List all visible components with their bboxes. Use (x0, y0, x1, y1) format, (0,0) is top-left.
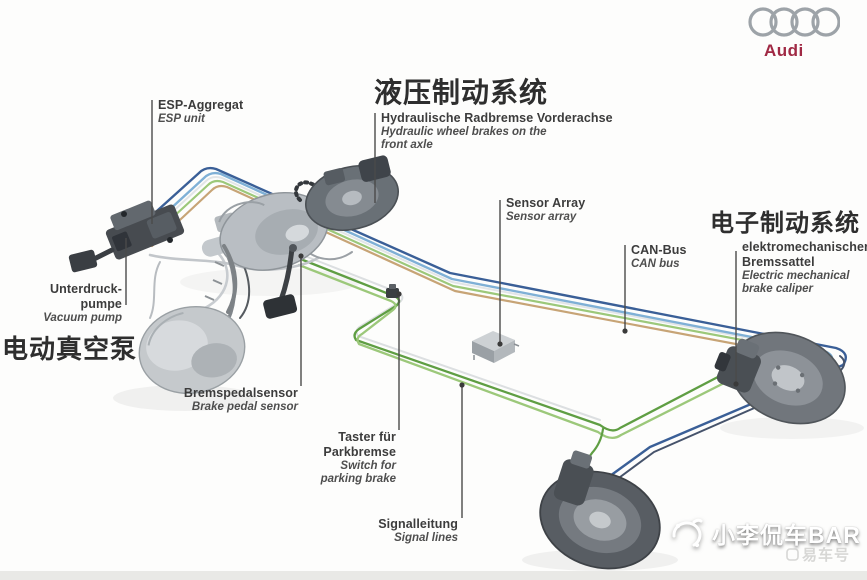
bottom-strip (0, 571, 867, 580)
watermark: 小李侃车BAR 易车号 (664, 512, 864, 564)
electronic-brake-label-de-1: elektromechanischer (742, 240, 867, 255)
separator-line-white (144, 176, 813, 351)
esp-label-en: ESP unit (158, 112, 205, 125)
sensor-array-label-en: Sensor array (506, 210, 577, 223)
brake-booster (201, 192, 329, 271)
pedal-sensor-label-de: Bremspedalsensor (183, 386, 298, 400)
callout-sensor-array: Sensor Array Sensor array (506, 196, 585, 224)
electronic-brake-label-de-2: Bremssattel (742, 255, 815, 270)
rear-right-wheel (714, 331, 846, 425)
signal-line-top-green (145, 179, 798, 352)
electronic-brake-label-en-2: brake caliper (742, 283, 813, 296)
signal-branch-rear-left (576, 427, 605, 475)
hydraulic-system-title-zh: 液压制动系统 (374, 77, 549, 108)
rear-left-wheel (539, 450, 661, 570)
audi-rings-icon (748, 7, 840, 37)
can-bus-label-en: CAN bus (631, 257, 680, 270)
vacuum-pump-title-zh: 电动真空泵 (2, 334, 138, 364)
electronic-brake-label-en-1: Electric mechanical (742, 269, 850, 282)
vacuum-pump-label-de-1: Unterdruck- (50, 282, 122, 296)
brake-line-tan (150, 184, 780, 354)
watermark-sub-text: 易车号 (802, 547, 851, 564)
callout-parking-switch: Taster für Parkbremse Switch for parking… (298, 430, 396, 487)
callout-pedal-sensor: Bremspedalsensor Brake pedal sensor (150, 386, 298, 414)
parking-switch-label-de-1: Taster für (338, 430, 396, 444)
parking-switch-label-de-2: Parkbremse (323, 444, 396, 459)
esp-label-de: ESP-Aggregat (158, 98, 244, 112)
callout-vacuum-pump: Unterdruck- pumpe Vacuum pump (18, 282, 122, 325)
brake-pedal (263, 244, 298, 319)
watermark-title: 小李侃车BAR (712, 522, 861, 548)
hydraulic-system-label-en-1: Hydraulic wheel brakes on the (381, 125, 547, 138)
signal-lines-label-en: Signal lines (394, 531, 458, 544)
brand-block: Audi (744, 6, 854, 61)
watermark-logo-icon (672, 518, 703, 548)
sensor-array-label-de: Sensor Array (506, 196, 586, 210)
signal-loop-green-light (297, 263, 744, 440)
electromechanical-caliper (714, 338, 761, 393)
esp-unit (68, 200, 185, 273)
callout-can-bus: CAN-Bus CAN bus (631, 243, 687, 271)
leader-lines (125, 100, 737, 518)
leader-dots (298, 253, 739, 388)
vacuum-pump-label-de-2: pumpe (80, 296, 122, 311)
hydraulic-system-label-de: Hydraulische Radbremse Vorderachse (381, 111, 613, 126)
signal-lines-label-de: Signalleitung (378, 517, 458, 531)
brand-name: Audi (764, 41, 804, 60)
can-bus-label-de: CAN-Bus (631, 243, 687, 257)
vacuum-pump-label-en: Vacuum pump (43, 311, 122, 324)
callout-hydraulic-system: 液压制动系统 Hydraulische Radbremse Vorderachs… (374, 76, 613, 153)
sensor-array-box (472, 331, 520, 363)
hydraulic-system-label-en-2: front axle (381, 139, 433, 152)
vacuum-pump (138, 244, 246, 395)
parking-switch-label-en-2: parking brake (320, 473, 396, 486)
parking-switch-label-en-1: Switch for (340, 459, 396, 472)
pedal-sensor-label-en: Brake pedal sensor (191, 400, 298, 413)
parking-brake-switch-component (386, 284, 399, 298)
callout-electronic-brake: 电子制动系统 elektromechanischer Bremssattel E… (710, 210, 867, 297)
callout-esp: ESP-Aggregat ESP unit (158, 98, 243, 126)
electronic-brake-title-zh: 电子制动系统 (710, 210, 860, 237)
callout-signal-lines: Signalleitung Signal lines (350, 517, 458, 545)
watermark-sub: 易车号 (786, 544, 850, 565)
watermark-sub-icon (786, 548, 799, 561)
